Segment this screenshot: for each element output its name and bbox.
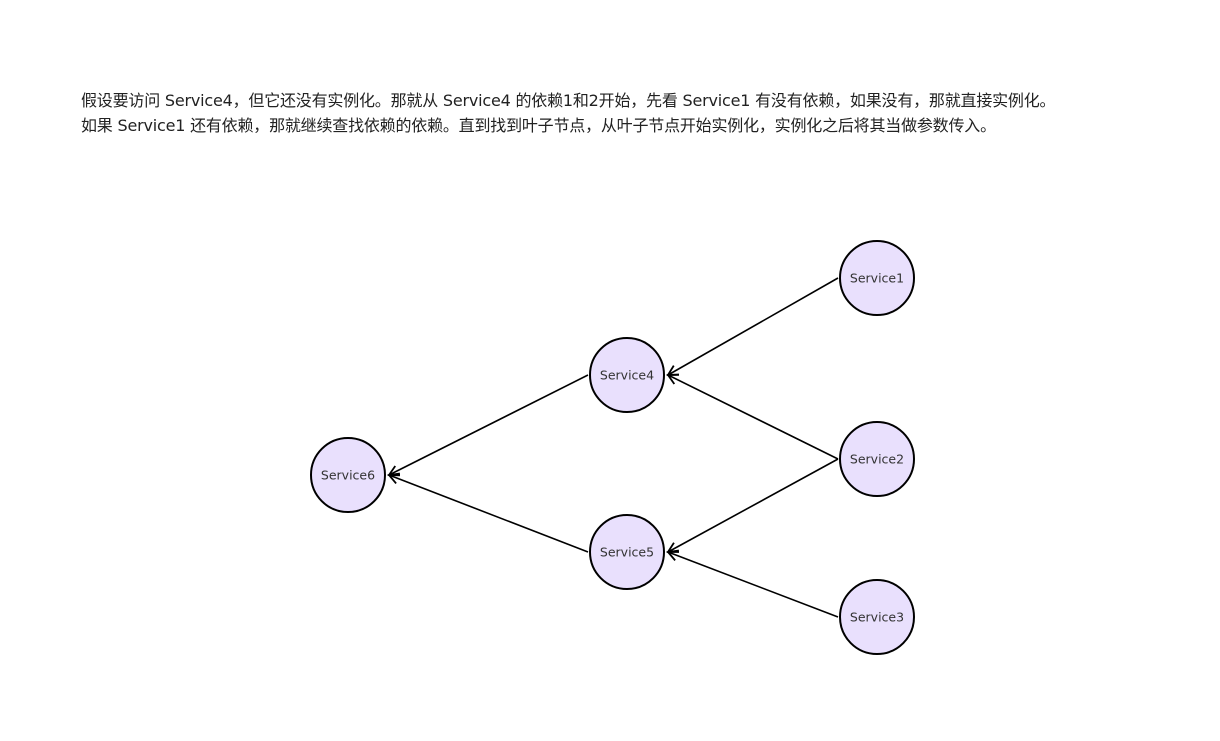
edge-s3-to-s5 xyxy=(666,549,839,618)
edge-s2-to-s4 xyxy=(666,373,839,460)
node-label: Service6 xyxy=(321,468,375,483)
node-service2: Service2 xyxy=(839,421,915,497)
description-line-2: 如果 Service1 还有依赖，那就继续查找依赖的依赖。直到找到叶子节点，从叶… xyxy=(81,116,996,135)
node-label: Service1 xyxy=(850,271,904,286)
node-circle xyxy=(589,337,665,413)
edge-line xyxy=(667,458,839,553)
edge-s5-to-s6 xyxy=(387,472,589,553)
node-label: Service2 xyxy=(850,452,904,467)
edge-line xyxy=(667,374,839,460)
edge-line xyxy=(667,277,839,376)
node-label: Service3 xyxy=(850,610,904,625)
edge-line xyxy=(388,374,589,476)
edge-s2-to-s5 xyxy=(666,458,839,553)
node-circle xyxy=(310,437,386,513)
edge-line xyxy=(667,551,839,618)
node-circle xyxy=(839,421,915,497)
node-service6: Service6 xyxy=(310,437,386,513)
arrowhead-icon xyxy=(666,549,680,561)
node-service5: Service5 xyxy=(589,514,665,590)
node-circle xyxy=(839,240,915,316)
node-label: Service5 xyxy=(600,545,654,560)
edge-s4-to-s6 xyxy=(387,374,589,477)
node-service3: Service3 xyxy=(839,579,915,655)
node-circle xyxy=(839,579,915,655)
arrowhead-icon xyxy=(666,373,680,385)
description-line-1: 假设要访问 Service4，但它还没有实例化。那就从 Service4 的依赖… xyxy=(81,91,1056,110)
edge-line xyxy=(388,474,589,553)
node-circle xyxy=(589,514,665,590)
node-service1: Service1 xyxy=(839,240,915,316)
node-service4: Service4 xyxy=(589,337,665,413)
edge-s1-to-s4 xyxy=(666,277,839,376)
arrowhead-icon xyxy=(387,472,401,484)
description-text: 假设要访问 Service4，但它还没有实例化。那就从 Service4 的依赖… xyxy=(81,88,1056,138)
node-label: Service4 xyxy=(600,368,654,383)
